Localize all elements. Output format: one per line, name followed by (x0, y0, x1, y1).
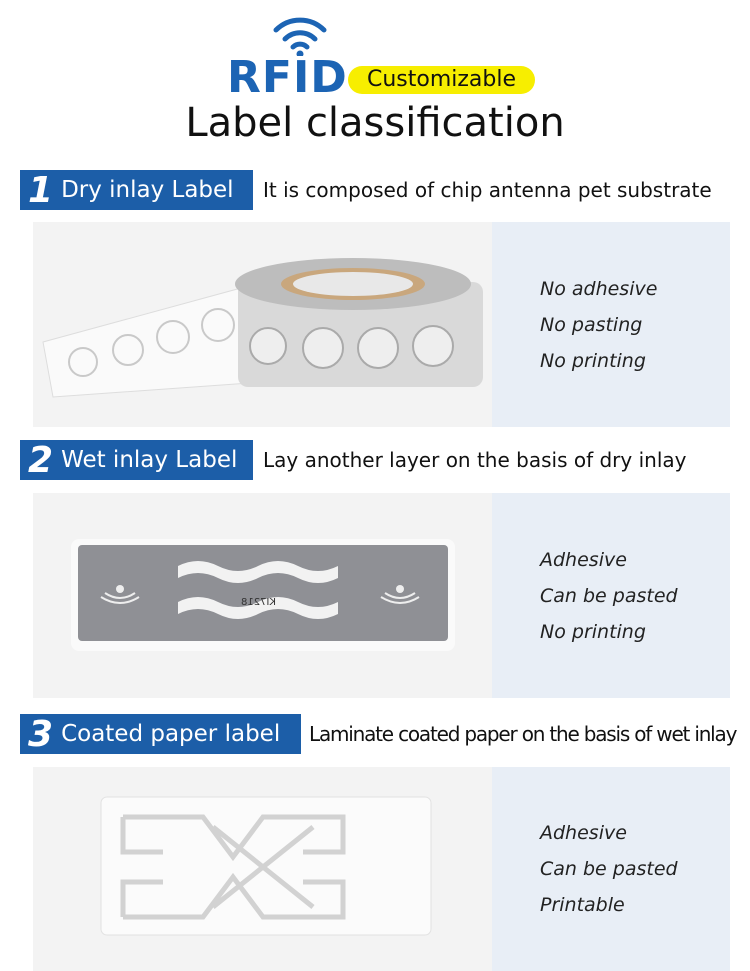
feature-item: Can be pasted (540, 584, 678, 607)
feature-item: No printing (540, 349, 646, 372)
section-panel-coated-paper: Adhesive Can be pasted Printable (33, 767, 730, 971)
section-title: Coated paper label (61, 721, 281, 747)
feature-item: Printable (540, 894, 625, 916)
brand-logo: RFID (227, 52, 348, 103)
feature-item: No printing (540, 620, 646, 643)
feature-item: No pasting (540, 313, 643, 336)
section-title: Wet inlay Label (61, 447, 238, 473)
section-header-wet-inlay: 2 Wet inlay Label Lay another layer on th… (20, 439, 687, 481)
section-description: It is composed of chip antenna pet subst… (263, 178, 712, 202)
feature-item: No adhesive (540, 277, 658, 300)
dry-inlay-roll-image (33, 222, 492, 427)
coated-paper-label-image (33, 767, 492, 971)
section-title: Dry inlay Label (61, 177, 234, 203)
section-number: 2 (28, 439, 54, 481)
inlay-code: KI7218 (241, 597, 276, 608)
section-number: 1 (28, 169, 54, 211)
wet-inlay-image: KI7218 (33, 493, 492, 698)
section-number: 3 (28, 713, 54, 755)
feature-item: Adhesive (540, 822, 627, 844)
customizable-badge: Customizable (348, 66, 535, 94)
feature-item: Can be pasted (540, 858, 678, 880)
section-description: Laminate coated paper on the basis of we… (309, 722, 737, 746)
wifi-signal-icon (273, 17, 327, 56)
page-title: Label classification (185, 100, 565, 146)
feature-list: Adhesive Can be pasted Printable (492, 767, 730, 971)
section-panel-dry-inlay: No adhesive No pasting No printing (33, 222, 730, 427)
section-header-dry-inlay: 1 Dry inlay Label It is composed of chip … (20, 169, 712, 211)
section-header-coated-paper: 3 Coated paper label Laminate coated pape… (20, 713, 737, 755)
section-panel-wet-inlay: KI7218 Adhesive Can be pasted No printin… (33, 493, 730, 698)
feature-list: No adhesive No pasting No printing (492, 222, 730, 427)
section-description: Lay another layer on the basis of dry in… (263, 448, 687, 472)
feature-item: Adhesive (540, 548, 627, 571)
feature-list: Adhesive Can be pasted No printing (492, 493, 730, 698)
